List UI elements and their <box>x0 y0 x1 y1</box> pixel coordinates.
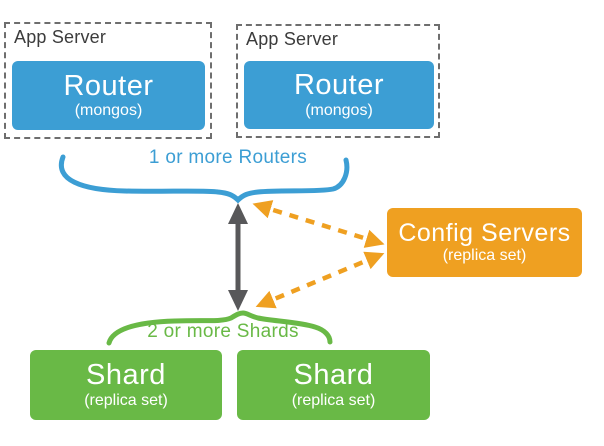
shard-title-2: Shard <box>293 359 374 392</box>
shard-box-1: Shard (replica set) <box>30 350 222 420</box>
config-servers-box: Config Servers (replica set) <box>387 208 582 277</box>
app-server-label-1: App Server <box>14 27 107 47</box>
config-servers-title: Config Servers <box>398 218 571 247</box>
app-server-box-1: App Server Router (mongos) <box>4 22 212 139</box>
config-routers-arrow <box>252 200 385 248</box>
router-title-2: Router <box>293 69 385 102</box>
shard-subtitle-2: (replica set) <box>291 391 376 409</box>
app-server-box-2: App Server Router (mongos) <box>236 24 440 138</box>
app-server-label-2: App Server <box>246 29 339 49</box>
router-box-1: Router (mongos) <box>12 61 205 130</box>
shards-brace-label: 2 or more Shards <box>147 321 299 342</box>
shard-subtitle-1: (replica set) <box>84 391 168 409</box>
router-subtitle-2: (mongos) <box>305 101 373 119</box>
routers-brace-label: 1 or more Routers <box>148 147 308 168</box>
config-servers-subtitle: (replica set) <box>442 247 527 265</box>
shard-box-2: Shard (replica set) <box>237 350 430 420</box>
router-shard-arrow <box>228 203 248 311</box>
config-shards-arrow <box>255 251 385 309</box>
shard-title-1: Shard <box>86 359 166 392</box>
router-subtitle-1: (mongos) <box>74 102 143 120</box>
router-title-1: Router <box>63 69 154 102</box>
router-box-2: Router (mongos) <box>244 61 434 129</box>
